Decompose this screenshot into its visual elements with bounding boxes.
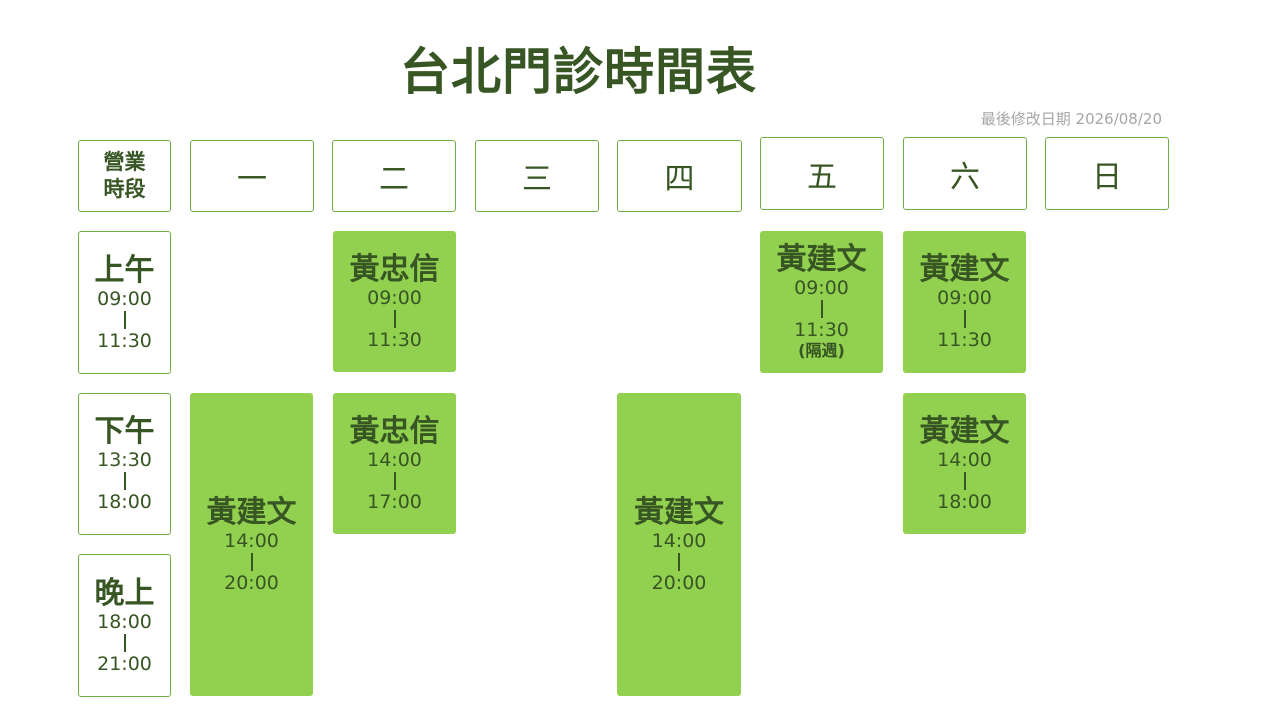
period-morning: 上午 09:00 11:30 [78,231,171,374]
time-separator [393,309,396,328]
day-label: 六 [950,159,980,195]
last-updated-text: 最後修改日期 2026/08/20 [980,110,1162,128]
day-header-sun: 日 [1045,137,1169,210]
period-start: 09:00 [97,287,152,310]
corner-header-cell: 營業 時段 [78,140,171,212]
slot-fri-morning: 黃建文 09:00 11:30 (隔週) [760,231,883,373]
day-header-mon: 一 [190,140,314,212]
period-start: 18:00 [97,610,152,633]
slot-sat-afternoon: 黃建文 14:00 18:00 [903,393,1026,534]
slot-end: 20:00 [224,571,279,594]
slot-tue-afternoon: 黃忠信 14:00 17:00 [333,393,456,534]
time-separator [123,472,126,490]
slot-thu-afternoon-evening: 黃建文 14:00 20:00 [617,393,741,696]
slot-start: 09:00 [367,286,422,309]
time-separator [820,300,823,318]
slot-start: 09:00 [794,277,849,299]
slot-end: 11:30 [794,319,849,341]
doctor-name: 黃忠信 [349,413,440,449]
doctor-name: 黃建文 [634,494,724,530]
corner-label-line1: 營業 [103,150,146,174]
day-label: 四 [664,162,695,197]
doctor-name: 黃建文 [919,252,1010,287]
doctor-name: 黃建文 [919,413,1010,449]
period-start: 13:30 [97,449,152,471]
day-label: 日 [1092,159,1122,195]
day-header-thu: 四 [617,140,742,212]
day-header-fri: 五 [760,137,884,210]
day-header-wed: 三 [475,140,599,212]
doctor-name: 黃忠信 [349,251,440,287]
slot-end: 11:30 [937,329,992,351]
period-end: 18:00 [97,491,152,513]
corner-label-line2: 時段 [103,177,146,201]
time-separator [123,310,126,329]
slot-start: 14:00 [367,448,422,471]
period-end: 11:30 [97,329,152,352]
slot-end: 11:30 [367,328,422,351]
doctor-name: 黃建文 [776,242,867,277]
slot-start: 09:00 [937,287,992,309]
time-separator [393,471,396,490]
period-name: 上午 [94,252,155,288]
time-separator [963,310,966,328]
slot-start: 14:00 [224,529,279,552]
period-name: 晚上 [94,575,155,611]
day-label: 一 [237,162,267,197]
time-separator [678,552,680,571]
time-separator [963,471,966,490]
period-name: 下午 [94,414,155,449]
time-separator [123,633,126,652]
period-afternoon: 下午 13:30 18:00 [78,393,171,535]
slot-start: 14:00 [651,529,707,552]
slot-sat-morning: 黃建文 09:00 11:30 [903,231,1026,373]
page-title: 台北門診時間表 [400,43,757,101]
day-label: 三 [522,162,552,197]
slot-mon-afternoon-evening: 黃建文 14:00 20:00 [190,393,313,696]
time-separator [250,552,253,571]
day-label: 二 [379,162,409,197]
slot-end: 17:00 [367,490,422,513]
slot-note: (隔週) [798,341,845,360]
period-evening: 晚上 18:00 21:00 [78,554,171,697]
slot-end: 18:00 [937,490,992,513]
slot-end: 20:00 [651,571,707,594]
slot-tue-morning: 黃忠信 09:00 11:30 [333,231,456,372]
day-header-tue: 二 [332,140,456,212]
period-end: 21:00 [97,652,152,675]
day-header-sat: 六 [903,137,1027,210]
day-label: 五 [807,159,837,195]
slot-start: 14:00 [937,448,992,471]
doctor-name: 黃建文 [206,494,297,530]
